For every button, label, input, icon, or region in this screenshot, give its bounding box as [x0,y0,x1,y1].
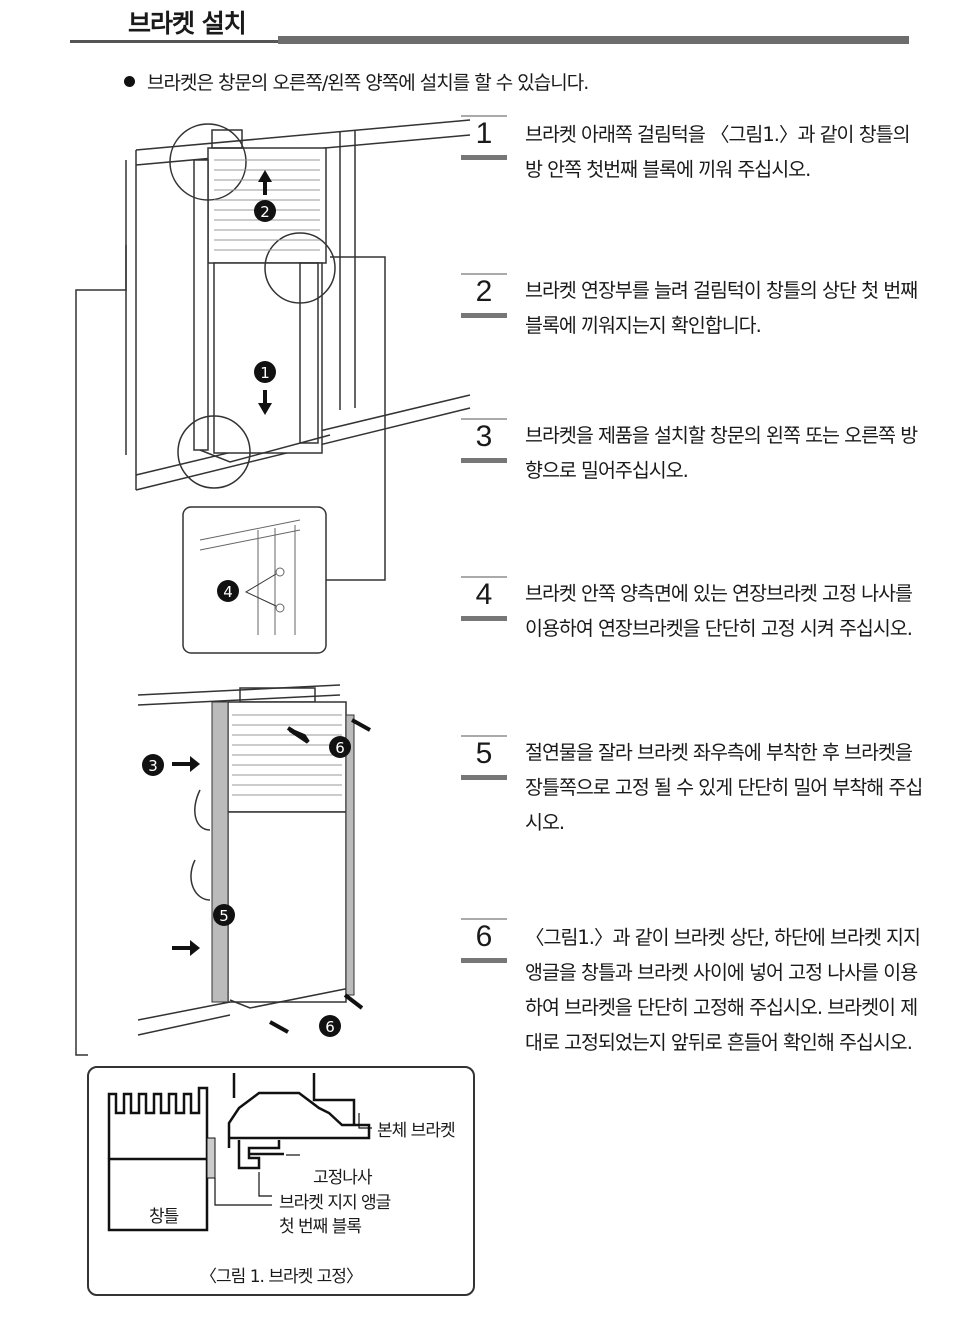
step-text: 〈그림1.〉과 같이 브라켓 상단, 하단에 브라켓 지지앵글을 창틀과 브라켓… [525,926,921,1054]
label-body-bracket: 본체 브라켓 [377,1121,456,1141]
installation-illustration: 2 1 4 3 6 5 6 [75,119,471,1056]
step-number: 5 [475,737,493,770]
step-number: 4 [475,578,493,611]
step-text: 절연물을 잘라 브라켓 좌우측에 부착한 후 브라켓을 장틀쪽으로 고정 될 수… [525,741,923,834]
svg-text:4: 4 [223,583,233,601]
bracket-cross-section-diagram [107,1073,372,1232]
title-underline [70,40,280,43]
svg-text:5: 5 [219,907,229,925]
svg-text:1: 1 [260,364,270,382]
marker-1: 1 [254,361,276,383]
step-text: 브라켓 안쪽 양측면에 있는 연장브라켓 고정 나사를 이용하여 연장브라켓을 … [525,582,913,640]
marker-4: 4 [217,580,239,602]
label-screw: 고정나사 [313,1168,373,1188]
title-bar [278,36,909,44]
label-first-block: 첫 번째 블록 [279,1217,362,1237]
page-title: 브라켓 설치 [128,9,247,38]
step-text: 브라켓 연장부를 늘려 걸림턱이 창틀의 상단 첫 번째 블록에 끼워지는지 확… [525,279,918,337]
step-text: 브라켓 아래쪽 걸림턱을 〈그림1.〉과 같이 창틀의 방 안쪽 첫번째 블록에… [525,123,911,181]
label-window-frame: 창틀 [149,1207,179,1227]
step-number: 1 [475,117,493,150]
svg-text:6: 6 [335,739,345,757]
step-number: 6 [475,920,493,953]
label-support-angle: 브라켓 지지 앵글 [279,1193,391,1213]
bullet-icon [124,76,135,87]
step-number: 3 [475,420,493,453]
marker-6b: 6 [319,1015,341,1037]
step-number: 2 [475,275,493,308]
marker-3: 3 [142,754,164,776]
intro-bullet: 브라켓은 창문의 오른쪽/왼쪽 양쪽에 설치를 할 수 있습니다. [124,68,589,95]
svg-text:3: 3 [148,757,158,775]
marker-6: 6 [329,736,351,758]
figure-caption: 〈그림 1. 브라켓 고정〉 [200,1267,363,1287]
svg-text:6: 6 [325,1018,335,1036]
figure-1-bracket-fixing: 본체 브라켓 고정나사 브라켓 지지 앵글 첫 번째 블록 창틀 〈그림 1. … [87,1066,475,1296]
step-text: 브라켓을 제품을 설치할 창문의 왼쪽 또는 오른쪽 방향으로 밀어주십시오. [525,424,918,482]
marker-5: 5 [213,904,235,926]
marker-2: 2 [254,200,276,222]
svg-text:2: 2 [260,203,270,221]
intro-text: 브라켓은 창문의 오른쪽/왼쪽 양쪽에 설치를 할 수 있습니다. [147,72,589,94]
